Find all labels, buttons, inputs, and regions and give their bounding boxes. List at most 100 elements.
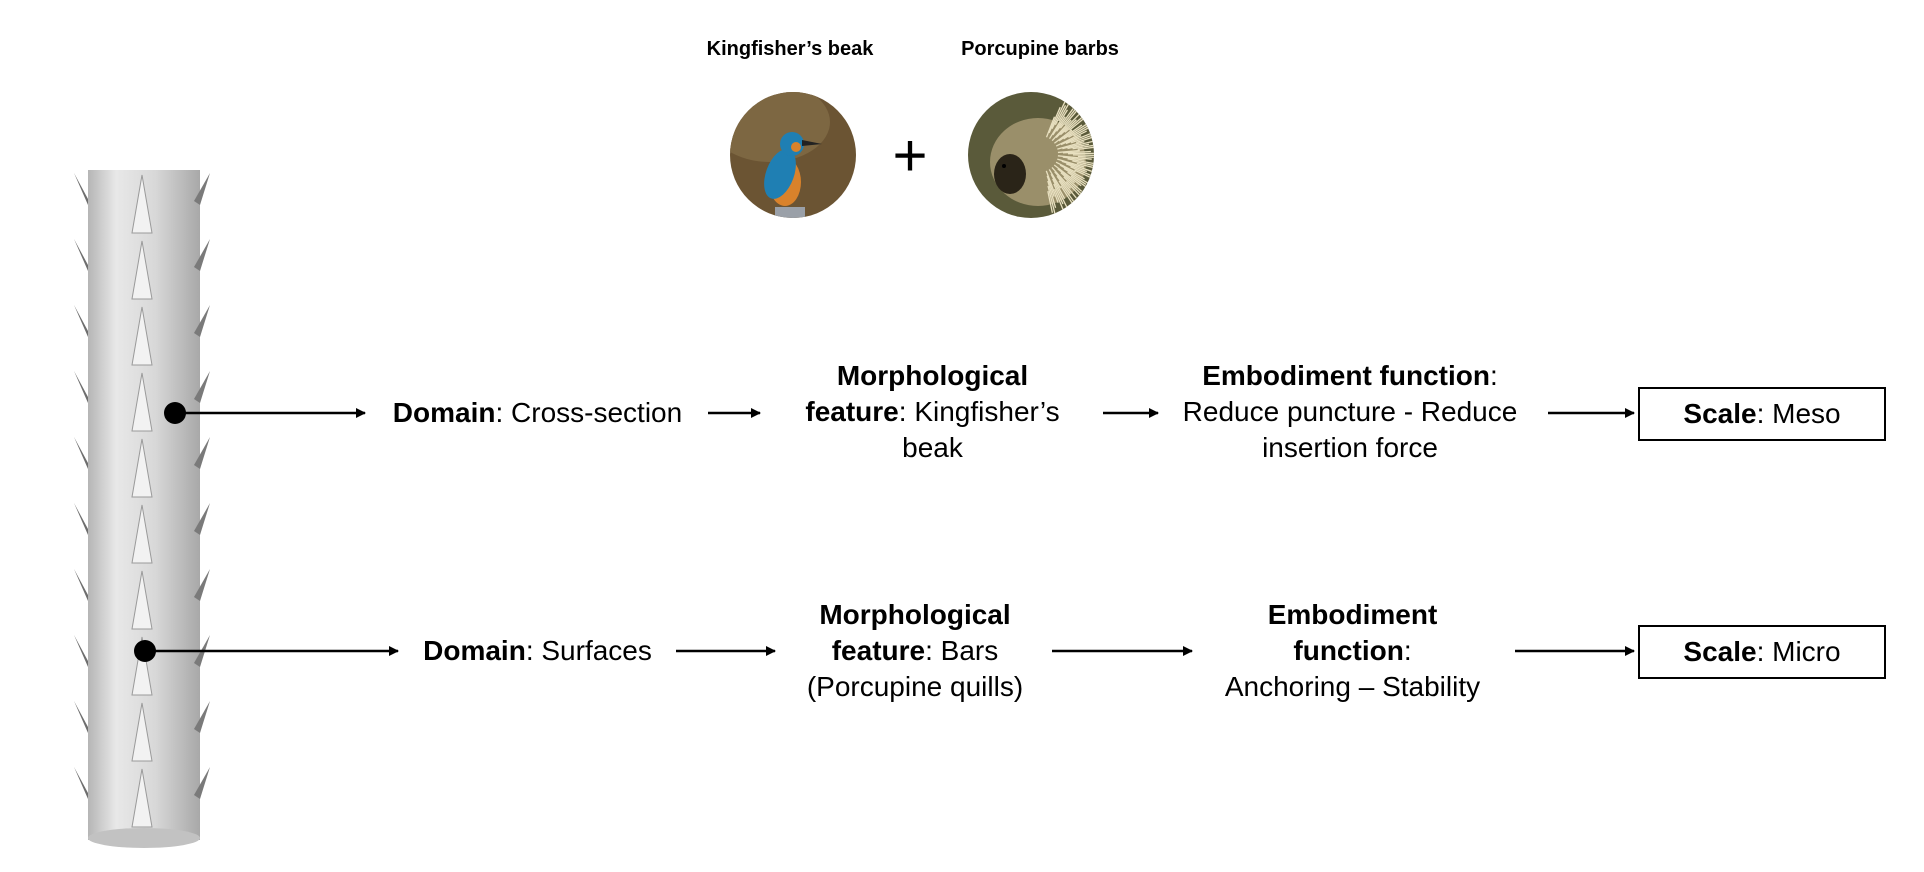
row2-feature-line3: (Porcupine quills) <box>806 671 1024 702</box>
row2-domain: Domain: Surfaces <box>405 633 670 669</box>
quill <box>1057 141 1085 150</box>
row1-scale-value: : Meso <box>1756 398 1841 429</box>
barb-front <box>131 702 153 762</box>
barb-right <box>194 701 210 733</box>
quill <box>1058 180 1076 205</box>
barb-left <box>74 239 88 271</box>
quill <box>1053 183 1064 205</box>
quill <box>1058 124 1083 142</box>
row1-scale-box: Scale: Meso <box>1638 387 1886 441</box>
quill <box>1077 155 1094 159</box>
quill <box>1072 154 1094 157</box>
row1-function: Embodiment function: Reduce puncture - R… <box>1160 358 1540 466</box>
barb-left <box>74 371 88 403</box>
quill <box>1046 175 1055 197</box>
barb-front <box>131 504 153 564</box>
row1-feature-key-line2: feature <box>805 396 899 427</box>
row1-feature: Morphological feature: Kingfisher’s beak <box>770 358 1095 466</box>
quill <box>1047 180 1057 208</box>
row1-scale-key: Scale <box>1683 398 1757 429</box>
row1-function-key: Embodiment function <box>1202 360 1490 391</box>
quill <box>1060 172 1083 192</box>
quill <box>1061 160 1094 173</box>
quill <box>1054 171 1077 199</box>
quill <box>1059 119 1077 136</box>
barb-left <box>74 437 88 469</box>
barb-right <box>194 767 210 799</box>
barb-right <box>194 173 210 205</box>
quill <box>1055 108 1074 132</box>
row1-domain-key: Domain <box>392 397 496 428</box>
row2-domain-value: : Surfaces <box>525 635 652 666</box>
row2-function: Embodiment function: Anchoring – Stabili… <box>1195 597 1510 705</box>
quill <box>1072 144 1094 150</box>
microneedle-illustration <box>74 170 210 848</box>
barb-front <box>131 438 153 498</box>
row1-function-line2: Reduce puncture - Reduce <box>1182 396 1518 427</box>
quill <box>1064 107 1080 126</box>
quill <box>1051 119 1072 142</box>
barb-right <box>194 503 210 535</box>
quill <box>1070 133 1094 144</box>
quill <box>1067 158 1094 165</box>
plus-sign: + <box>892 122 928 189</box>
barb-front <box>131 636 153 696</box>
quill <box>1045 170 1059 203</box>
quill <box>1072 160 1094 167</box>
row2-function-value: : <box>1403 635 1412 666</box>
barb-front <box>131 240 153 300</box>
porcupine-label: Porcupine barbs <box>961 38 1119 60</box>
quill <box>1047 191 1054 213</box>
barb-left <box>74 701 88 733</box>
row1-domain: Domain: Cross-section <box>375 395 700 431</box>
row2-function-key-line2: function <box>1293 635 1404 666</box>
barb-front <box>131 174 153 234</box>
barb-right <box>194 305 210 337</box>
row1-feature-value: : Kingfisher’s <box>898 396 1060 427</box>
quill <box>1052 178 1069 210</box>
quill <box>1076 162 1094 169</box>
barb-right <box>194 569 210 601</box>
barb-front <box>131 570 153 630</box>
quill <box>1052 116 1066 136</box>
barb-left <box>74 173 88 205</box>
quill <box>1057 158 1085 168</box>
quill <box>1048 109 1069 140</box>
barb-left <box>74 305 88 337</box>
row2-function-line3: Anchoring – Stability <box>1224 671 1481 702</box>
barb-left <box>74 503 88 535</box>
quill <box>1062 156 1085 161</box>
quill <box>1051 97 1068 130</box>
row1-function-value: : <box>1489 360 1498 391</box>
needle-base <box>88 828 200 848</box>
quill <box>1056 175 1071 195</box>
quill <box>1053 164 1082 187</box>
quill <box>1048 106 1061 134</box>
quill <box>1074 169 1094 180</box>
barb-right <box>194 437 210 469</box>
row1-domain-value: : Cross-section <box>495 397 683 428</box>
barb-left <box>74 569 88 601</box>
row2-domain-key: Domain <box>423 635 526 666</box>
barb-right <box>194 371 210 403</box>
kingfisher-label: Kingfisher’s beak <box>706 38 874 60</box>
row2-feature-value: : Bars <box>925 635 999 666</box>
quill <box>1051 167 1072 189</box>
quill <box>1068 125 1088 138</box>
quill <box>1055 112 1081 139</box>
row1-feature-key-line1: Morphological <box>836 360 1029 391</box>
row1-feature-line3: beak <box>902 432 963 463</box>
quill <box>1065 180 1083 198</box>
quill <box>1057 168 1075 184</box>
barb-front <box>131 306 153 366</box>
row2-feature: Morphological feature: Bars (Porcupine q… <box>770 597 1060 705</box>
quill <box>1065 132 1093 145</box>
quill <box>1055 161 1076 173</box>
barb-left <box>74 767 88 799</box>
needle-barbs <box>74 173 210 828</box>
quill <box>1054 104 1067 126</box>
quill <box>1050 173 1066 199</box>
quill <box>1048 169 1062 189</box>
